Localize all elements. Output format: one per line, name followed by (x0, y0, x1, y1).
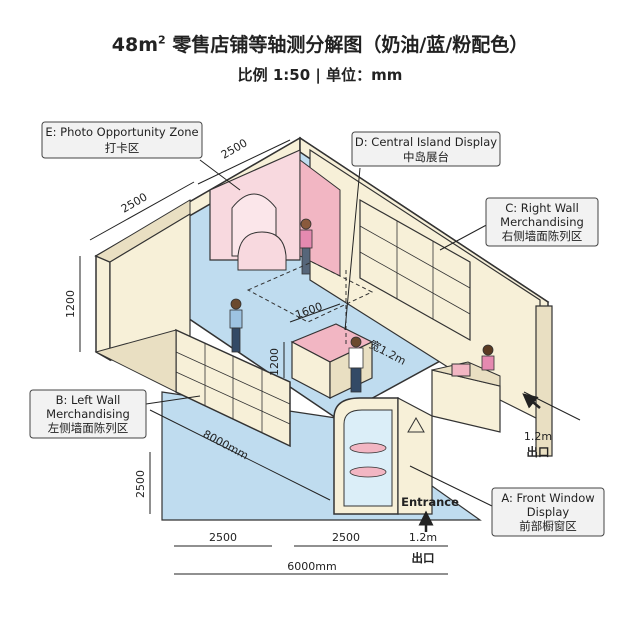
callout-a-line3: 前部橱窗区 (519, 519, 577, 533)
photo-bench (237, 231, 287, 271)
title-main: 48m (111, 34, 159, 56)
callout-leader-a (409, 465, 493, 507)
page-subtitle: 比例 1:50 | 单位：mm (237, 66, 403, 84)
dim-bottom-segment-2: 2500 (332, 531, 360, 544)
dim-line-top-left (89, 181, 195, 241)
callout-b-line1: B: Left Wall (56, 393, 121, 407)
dim-bottom-exit-width: 1.2m (409, 531, 437, 544)
label-exit-bottom: 出口 (412, 551, 435, 565)
callout-a-line1: A: Front Window (501, 491, 594, 505)
label-exit-right: 出口 (527, 445, 550, 459)
title-superscript: 2 (158, 33, 166, 47)
display-shelf-2 (349, 466, 387, 478)
callout-a-line2: Display (527, 505, 570, 519)
label-entrance: Entrance (401, 495, 459, 509)
person-browsing-icon (229, 298, 243, 353)
dim-line-side-length (149, 409, 331, 501)
person-cashier-icon (481, 344, 495, 371)
island-zone-outline (246, 261, 374, 323)
callout-a: A: Front Window Display 前部橱窗区 (491, 487, 605, 537)
display-glass (343, 409, 393, 507)
callout-c-line2: Merchandising (500, 215, 584, 229)
callout-c: C: Right Wall Merchandising 右侧墙面陈列区 (485, 197, 599, 247)
callout-d-line2: 中岛展台 (403, 150, 449, 164)
callout-c-line3: 右侧墙面陈列区 (502, 229, 583, 243)
callout-b-line2: Merchandising (46, 407, 130, 421)
person-photographer-icon (299, 218, 313, 275)
title-rest: 零售店铺等轴测分解图（奶油/蓝/粉配色） (165, 34, 529, 56)
callout-leader-c (439, 221, 493, 251)
left-wall-outer (95, 254, 111, 362)
dim-top-left-depth: 2500 (119, 190, 150, 215)
page-title: 48m2 零售店铺等轴测分解图（奶油/蓝/粉配色） (0, 30, 640, 57)
dim-line-island-width (289, 303, 341, 323)
warning-sign-icon (407, 416, 425, 433)
dim-front-height: 2500 (134, 470, 147, 498)
callout-e: E: Photo Opportunity Zone 打卡区 (41, 121, 203, 159)
callout-e-line1: E: Photo Opportunity Zone (45, 125, 198, 139)
callout-e-line2: 打卡区 (105, 141, 140, 155)
display-shelf-1 (349, 442, 387, 454)
callout-leader-d (344, 167, 361, 331)
dim-island-height: 1200 (268, 348, 281, 376)
cash-register (451, 363, 471, 377)
callout-b-line3: 左侧墙面陈列区 (48, 421, 129, 435)
right-shelf-line-2 (359, 251, 471, 315)
dim-line-top-back (197, 139, 291, 185)
right-exit-arrow (522, 393, 541, 409)
dim-top-back: 2500 (219, 136, 250, 161)
callout-b: B: Left Wall Merchandising 左侧墙面陈列区 (29, 389, 147, 439)
left-shelving-front (94, 329, 177, 393)
dim-bottom-segment-1: 2500 (209, 531, 237, 544)
callout-d: D: Central Island Display 中岛展台 (351, 131, 501, 167)
dim-bottom-total: 6000mm (287, 560, 336, 573)
person-shopper-icon (348, 336, 364, 393)
callout-c-line1: C: Right Wall (505, 201, 579, 215)
callout-leader-b (145, 395, 201, 405)
callout-d-line1: D: Central Island Display (355, 135, 497, 149)
right-shelf-line-1 (359, 225, 471, 289)
callout-leader-e (199, 159, 241, 191)
dim-right-exit-width: 1.2m (524, 430, 552, 443)
dim-left-height: 1200 (64, 290, 77, 318)
